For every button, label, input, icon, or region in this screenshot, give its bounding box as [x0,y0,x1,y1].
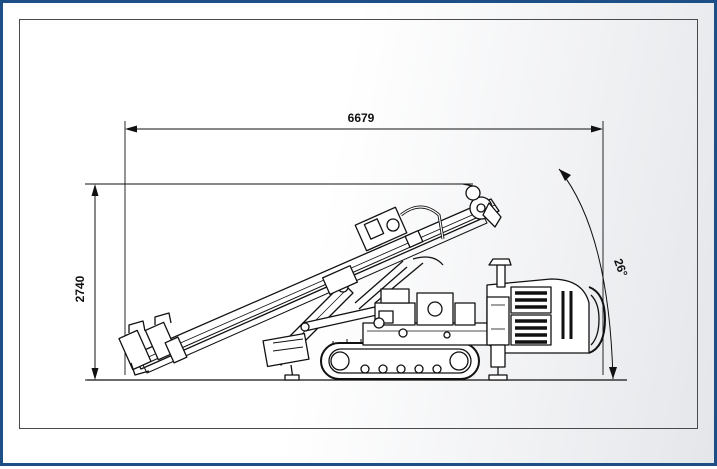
rotation-head [354,205,445,252]
drill-rig-side-view-drawing: 6679 2740 26° [73,111,631,381]
carrier-frame [362,288,504,346]
rod-clamp [118,312,188,376]
engine-housing [486,258,606,354]
drill-rig-illustration [118,183,606,381]
stabilizer-leg [488,344,508,381]
front-jack [284,364,300,381]
angle-dimension [558,168,617,380]
length-label: 6679 [348,111,375,125]
height-dimension [85,183,473,381]
boom-arm [262,265,396,368]
drawing-border [19,19,698,429]
height-label: 2740 [73,275,87,302]
angle-label: 26° [611,257,630,279]
